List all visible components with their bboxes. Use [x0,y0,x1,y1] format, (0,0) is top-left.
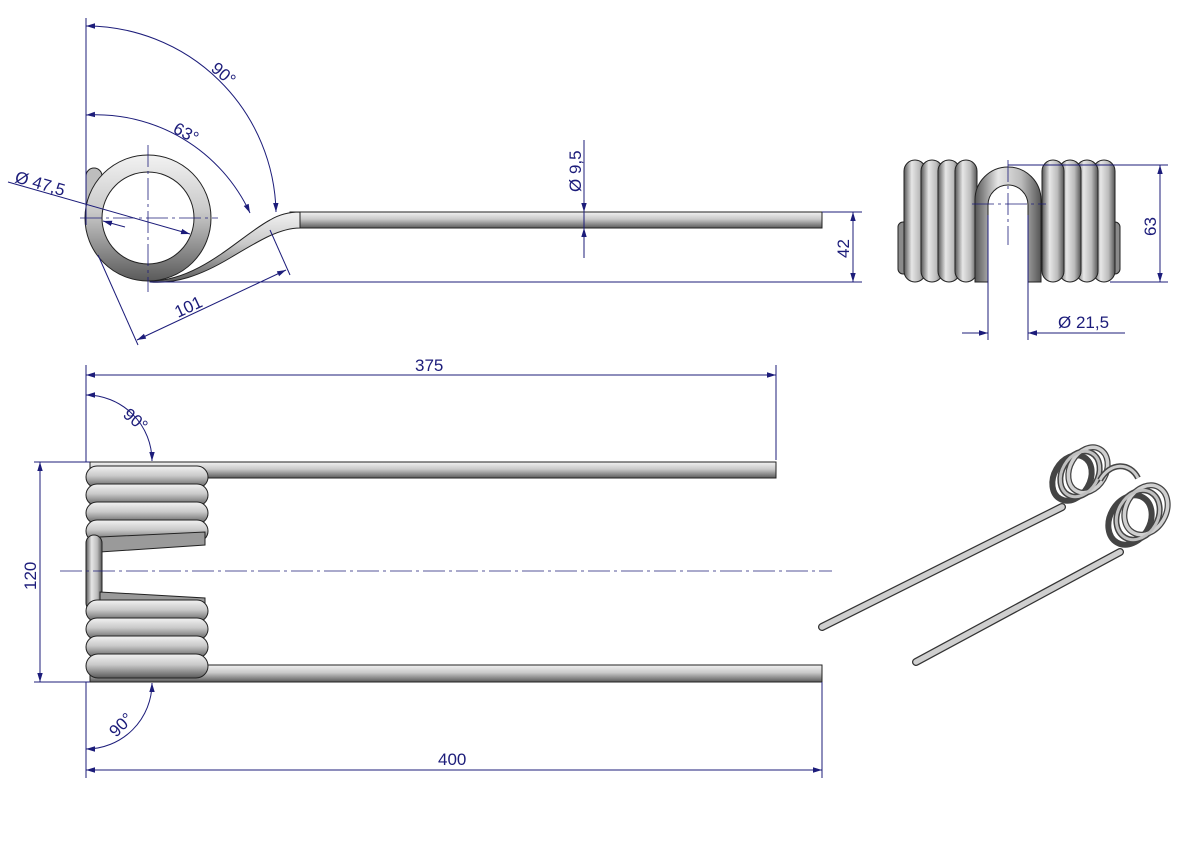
plan-view: 375 90° 120 90° 400 [21,356,832,778]
angle-bottom-label: 90° [105,709,137,741]
long-tine-label: 400 [438,750,466,769]
coil-diameter-arrow [102,220,126,228]
upper-coils [85,465,209,553]
angle-top-label: 90° [119,405,151,436]
extension-line [97,254,139,346]
lower-coils [85,591,209,679]
height-label: 42 [834,239,853,258]
coil-diameter-leader [7,181,191,235]
coil-diameter-label: Ø 47,5 [13,168,67,200]
angle-bottom-arc [85,682,155,752]
angle-90-arc [85,23,279,213]
offset-length-label: 101 [172,292,206,321]
end-height-label: 63 [1141,217,1160,236]
iso-coil-right [1105,482,1171,548]
end-view: 63 Ø 21,5 [897,159,1168,340]
isometric-view [818,444,1171,666]
extension-line [269,229,291,276]
short-tine-label: 375 [415,356,443,375]
inner-diameter-label: Ø 21,5 [1058,313,1109,332]
tine-profile [84,154,823,283]
angle-63-arc [85,111,251,214]
width-label: 120 [21,562,40,590]
coils-right [1041,159,1121,283]
angle-top-arc [85,392,155,462]
angle-outer-label: 90° [207,59,239,90]
wire-diameter-label: Ø 9,5 [566,150,585,192]
top-view: 90° 63° Ø 47,5 Ø 9,5 101 42 [7,18,862,346]
u-loop [974,166,1042,283]
angle-inner-label: 63° [170,119,202,148]
coils-left [897,159,978,283]
